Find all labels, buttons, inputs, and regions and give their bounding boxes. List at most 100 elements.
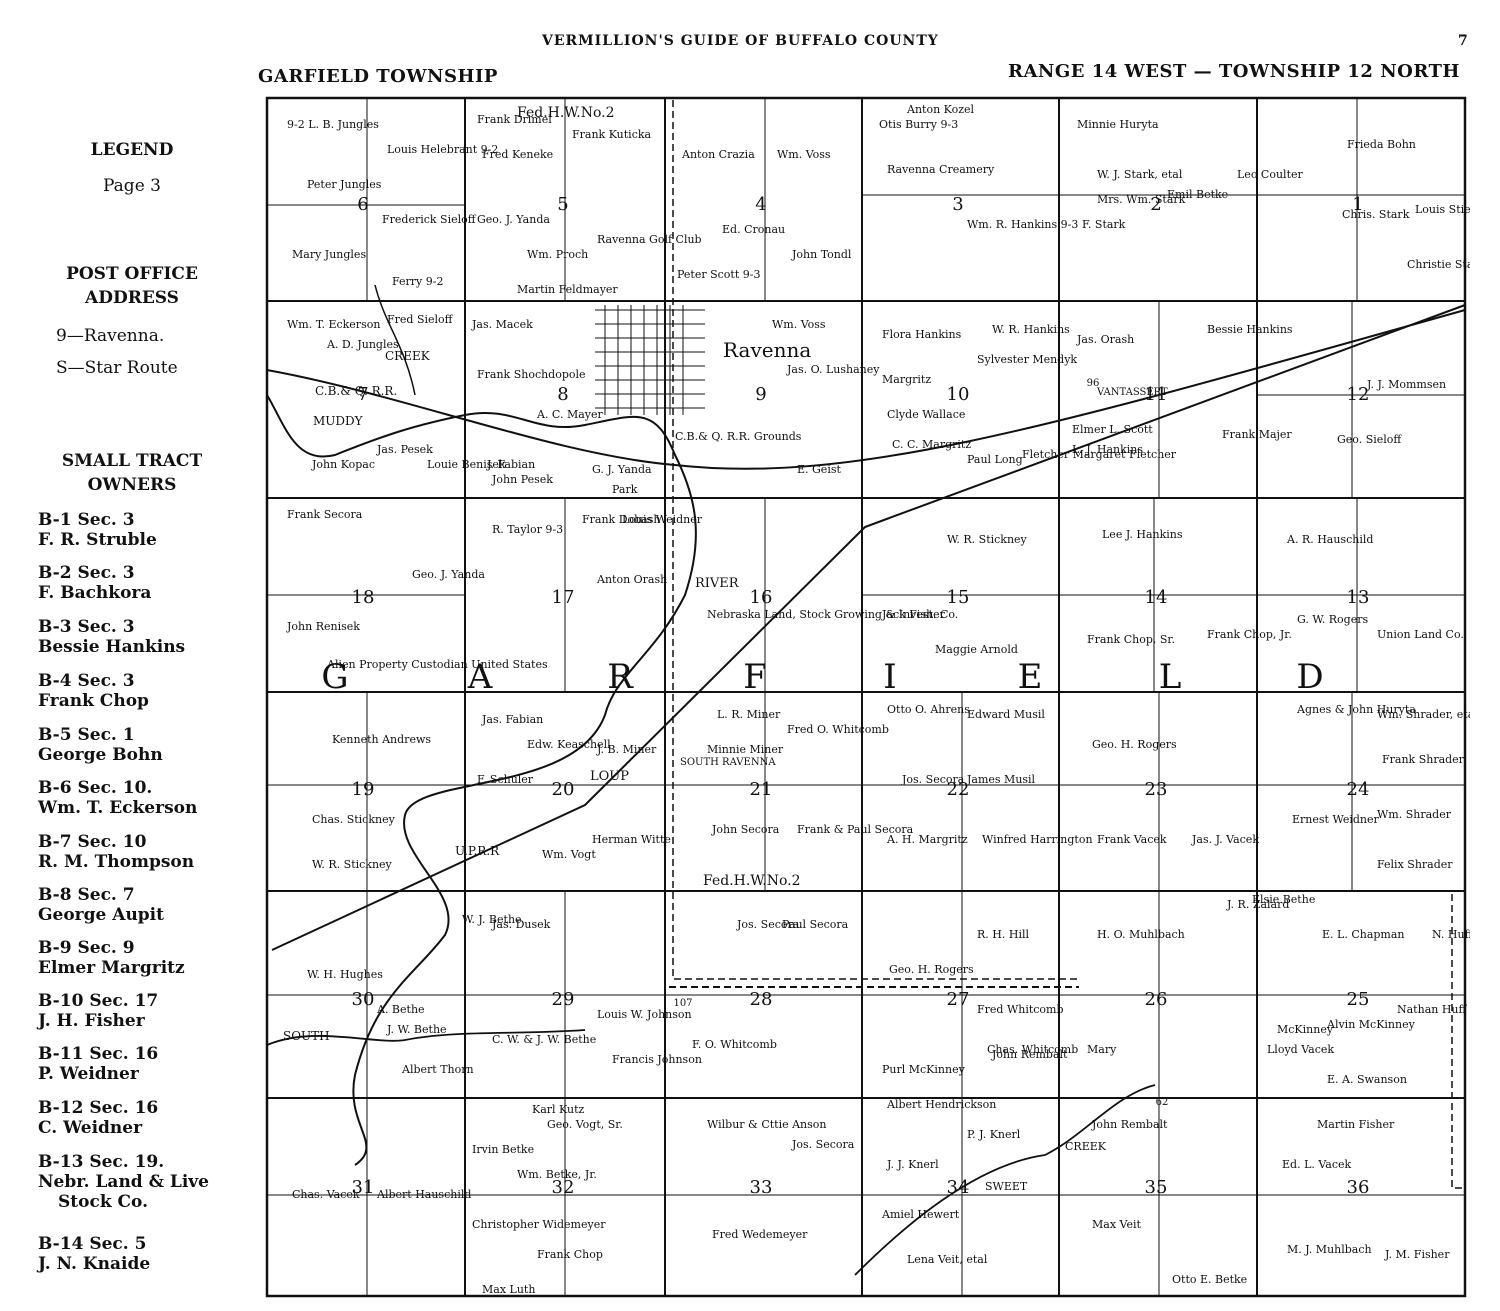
owner-label: W. R. Hankins: [992, 323, 1070, 336]
place-label: VANTASSERT: [1096, 387, 1168, 398]
tract-code: B-6 Sec. 10.: [38, 778, 153, 798]
owner-label: Max Veit: [1092, 1218, 1141, 1231]
section-number: 28: [750, 989, 773, 1010]
highway-label: Fed.H.W.No.2: [517, 105, 615, 121]
owner-label: Edward Musil: [967, 708, 1045, 721]
railroad-label: U.P.R.R: [455, 844, 500, 858]
owner-label: Jas. O. Lushaney: [786, 363, 880, 376]
small-tract-heading-2: OWNERS: [87, 475, 177, 495]
owner-label: W. J. Stark, etal: [1097, 168, 1183, 181]
owner-label: J. W. Bethe: [386, 1023, 447, 1036]
tract-owner: Frank Chop: [38, 691, 149, 711]
section-number: 29: [552, 989, 575, 1010]
owner-label: Lloyd Vacek: [1267, 1043, 1334, 1056]
owner-label: Minnie Miner: [707, 743, 784, 756]
owner-label: Geo. Vogt, Sr.: [547, 1118, 623, 1131]
owner-label: Ed. Cronau: [722, 223, 785, 236]
railroad-up: [271, 304, 1466, 951]
owner-label: Fred Sieloff: [387, 313, 454, 326]
owner-label: M. J. Muhlbach: [1287, 1243, 1372, 1256]
owner-label: Christopher Widemeyer: [472, 1218, 606, 1231]
owner-label: J. Fabian: [486, 458, 535, 471]
owner-label: Nathan Huff: [1397, 1003, 1468, 1016]
owner-label: Wm. T. Eckerson: [287, 318, 380, 331]
section-number: 4: [755, 194, 766, 215]
county-road: [1059, 890, 1465, 1189]
river-label: CREEK: [1065, 1140, 1107, 1153]
owner-label: Chris. Stark: [1342, 208, 1410, 221]
owner-label: Nebraska Land, Stock Growing & Invest. C…: [707, 608, 958, 621]
tract-owner: C. Weidner: [38, 1118, 143, 1138]
small-tract-entry: B-6 Sec. 10.Wm. T. Eckerson: [38, 778, 243, 818]
owner-label: Elmer L. Scott: [1072, 423, 1153, 436]
tract-code: B-12 Sec. 16: [38, 1098, 159, 1118]
owner-label: Frank Dobash: [582, 513, 660, 526]
owner-label: Martin Feldmayer: [517, 283, 618, 296]
owner-label: N. Huff: [1432, 928, 1470, 941]
owner-label: Margritz: [882, 373, 931, 386]
owner-label: E. Geist: [797, 463, 841, 476]
owner-label: Edw. Keaschell: [527, 738, 611, 751]
section-number: 2: [1150, 194, 1161, 215]
section-number: 34: [947, 1177, 970, 1198]
owner-label: A. C. Mayer: [536, 408, 604, 421]
tract-owner: P. Weidner: [38, 1064, 139, 1084]
range-title: RANGE 14 WEST — TOWNSHIP 12 NORTH: [1008, 61, 1460, 82]
owner-label: R. Taylor 9-3: [492, 523, 563, 536]
tract-owner: Wm. T. Eckerson: [38, 798, 198, 818]
section-number: 14: [1145, 587, 1168, 608]
owner-label: J. R. Zalard: [1226, 898, 1289, 911]
owner-label: Martin Fisher: [1317, 1118, 1395, 1131]
route-label: 96: [1087, 378, 1100, 389]
section-number: 17: [552, 587, 575, 608]
section-number: 27: [947, 989, 970, 1010]
owner-label: John Rembalt: [1091, 1118, 1168, 1131]
place-label: SOUTH RAVENNA: [680, 757, 776, 768]
section-number: 36: [1347, 1177, 1370, 1198]
section-number: 32: [552, 1177, 575, 1198]
tract-code: B-7 Sec. 10: [38, 832, 147, 852]
river-label: RIVER: [695, 576, 740, 591]
south-loup-river: [266, 1029, 586, 1046]
owner-label: Frank Chop, Jr.: [1207, 628, 1292, 641]
owner-label: Amiel Hewert: [881, 1208, 960, 1221]
owner-label: Peter Scott 9-3: [677, 268, 760, 281]
owner-label: J. M. Fisher: [1384, 1248, 1450, 1261]
highway-label: Fed.H.W.No.2: [703, 873, 801, 889]
owner-label: Union Land Co.: [1377, 628, 1464, 641]
owner-label: H. O. Muhlbach: [1097, 928, 1185, 941]
owner-label: A. Bethe: [376, 1003, 425, 1016]
owner-label: John Renisek: [286, 620, 360, 633]
section-number: 33: [750, 1177, 773, 1198]
tract-code: B-13 Sec. 19.: [38, 1152, 165, 1172]
river-label: MUDDY: [313, 414, 364, 428]
owner-label: Flora Hankins: [882, 328, 962, 341]
highway: [664, 100, 1079, 988]
owner-label: G. J. Yanda: [592, 463, 652, 476]
owner-label: Wm. Voss: [777, 148, 831, 161]
tract-owner: George Bohn: [38, 745, 163, 765]
owner-label: Jos. Secora: [901, 773, 965, 786]
section-number: 26: [1145, 989, 1168, 1010]
owner-label: Jas. Dusek: [491, 918, 551, 931]
owner-label: Louis Stien: [1415, 203, 1470, 216]
small-tract-heading: SMALL TRACT: [61, 451, 203, 471]
owner-label: Ravenna Creamery: [887, 163, 995, 176]
owner-label: Mary: [1087, 1043, 1117, 1056]
tract-owner: J. H. Fisher: [38, 1011, 145, 1031]
owner-label: Albert Hauschild: [376, 1188, 471, 1201]
owner-label: Fred Wedemeyer: [712, 1228, 808, 1241]
tract-code: B-10 Sec. 17: [38, 991, 159, 1011]
legend-page: Page 3: [103, 176, 161, 196]
route-label: 107: [673, 998, 692, 1009]
tract-owner: George Aupit: [38, 905, 164, 925]
tract-code: B-1 Sec. 3: [38, 510, 135, 530]
